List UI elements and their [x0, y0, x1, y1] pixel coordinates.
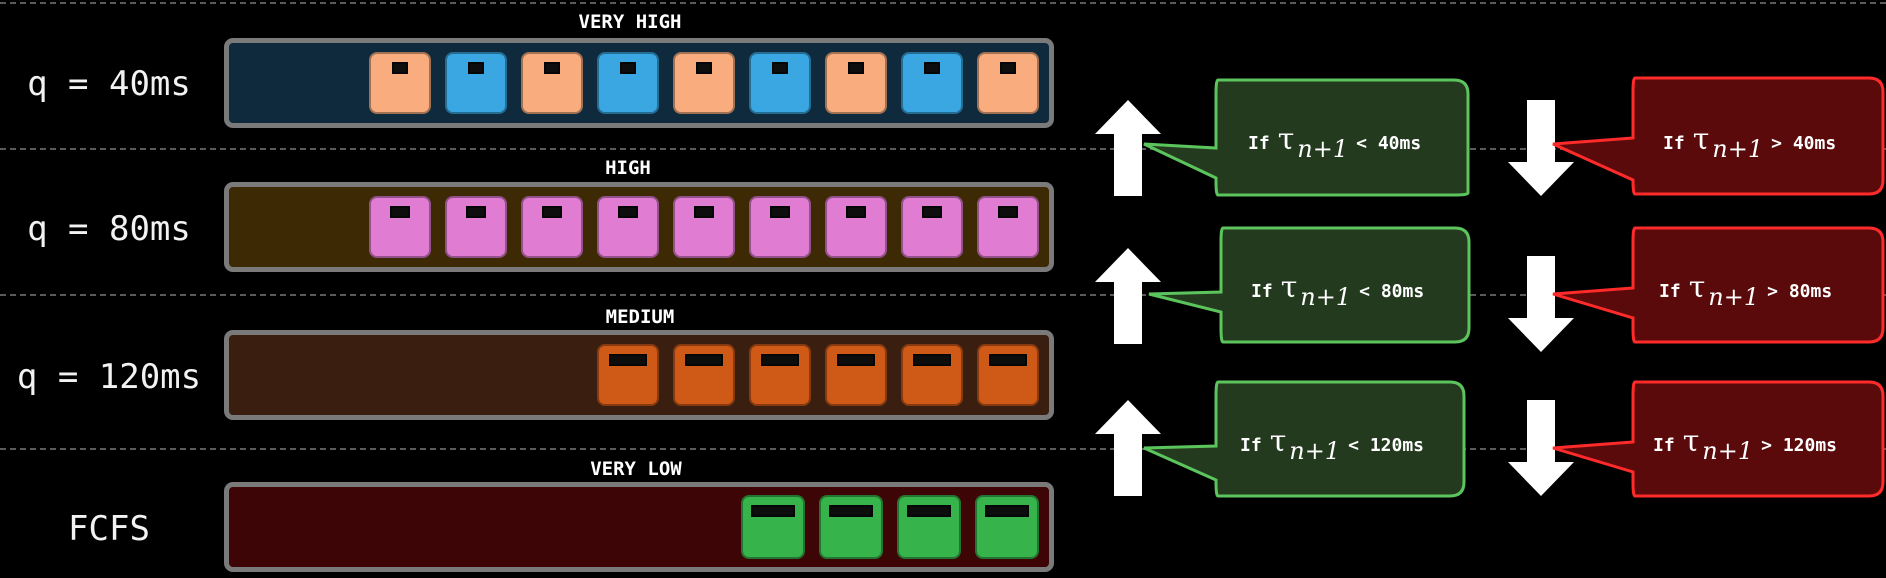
- quantum-label-high: q = 80ms: [27, 209, 191, 249]
- task-block: [977, 344, 1039, 406]
- quantum-label-medium: q = 120ms: [16, 357, 202, 397]
- queue-high: [224, 182, 1054, 272]
- task-slot: [544, 62, 560, 74]
- queue-title-high: HIGH: [605, 157, 651, 179]
- task-slot: [390, 206, 410, 218]
- task-slot: [772, 62, 788, 74]
- task-slot: [837, 354, 875, 366]
- divider-3: [0, 448, 1886, 450]
- divider-top: [0, 2, 1886, 4]
- queue-very-low: [224, 482, 1054, 572]
- task-slot: [922, 206, 942, 218]
- task-block: [673, 52, 735, 114]
- divider-2: [0, 294, 1886, 296]
- task-slot: [392, 62, 408, 74]
- task-block: [901, 344, 963, 406]
- task-block: [597, 196, 659, 258]
- promote-arrow-up-icon: [1095, 400, 1161, 496]
- task-block: [369, 196, 431, 258]
- task-block: [825, 344, 887, 406]
- task-slot: [542, 206, 562, 218]
- task-block: [901, 196, 963, 258]
- task-block: [749, 196, 811, 258]
- task-slot: [1000, 62, 1016, 74]
- promote-arrow-up-icon: [1095, 248, 1161, 344]
- task-block: [445, 196, 507, 258]
- task-slot: [846, 206, 866, 218]
- queue-title-very-high: VERY HIGH: [578, 11, 682, 33]
- queue-title-very-low: VERY LOW: [590, 458, 682, 480]
- task-slot: [989, 354, 1027, 366]
- task-slot: [618, 206, 638, 218]
- task-slot: [620, 62, 636, 74]
- task-slot: [913, 354, 951, 366]
- task-block: [901, 52, 963, 114]
- task-slot: [848, 62, 864, 74]
- task-block: [673, 196, 735, 258]
- task-block: [825, 52, 887, 114]
- task-block: [597, 52, 659, 114]
- promote-arrow-up-icon: [1095, 100, 1161, 196]
- task-block: [369, 52, 431, 114]
- task-block: [673, 344, 735, 406]
- task-slot: [907, 505, 951, 517]
- queue-title-medium: MEDIUM: [605, 306, 675, 328]
- task-slot: [829, 505, 873, 517]
- task-slot: [696, 62, 712, 74]
- demote-arrow-down-icon: [1508, 256, 1574, 352]
- task-slot: [985, 505, 1029, 517]
- task-slot: [685, 354, 723, 366]
- task-block: [445, 52, 507, 114]
- queue-medium: [224, 330, 1054, 420]
- task-slot: [770, 206, 790, 218]
- demote-arrow-down-icon: [1508, 400, 1574, 496]
- task-slot: [466, 206, 486, 218]
- task-block: [521, 196, 583, 258]
- quantum-label-very-high: q = 40ms: [27, 64, 191, 104]
- task-block: [749, 52, 811, 114]
- task-slot: [924, 62, 940, 74]
- task-block: [825, 196, 887, 258]
- quantum-label-very-low: FCFS: [68, 509, 150, 549]
- queue-very-high: [224, 38, 1054, 128]
- demote-arrow-down-icon: [1508, 100, 1574, 196]
- task-slot: [998, 206, 1018, 218]
- task-slot: [694, 206, 714, 218]
- task-block: [521, 52, 583, 114]
- task-block: [897, 495, 961, 559]
- task-slot: [609, 354, 647, 366]
- task-block: [597, 344, 659, 406]
- task-slot: [761, 354, 799, 366]
- task-block: [975, 495, 1039, 559]
- task-block: [741, 495, 805, 559]
- task-block: [749, 344, 811, 406]
- task-block: [819, 495, 883, 559]
- task-slot: [751, 505, 795, 517]
- task-slot: [468, 62, 484, 74]
- task-block: [977, 52, 1039, 114]
- divider-1: [0, 148, 1886, 150]
- task-block: [977, 196, 1039, 258]
